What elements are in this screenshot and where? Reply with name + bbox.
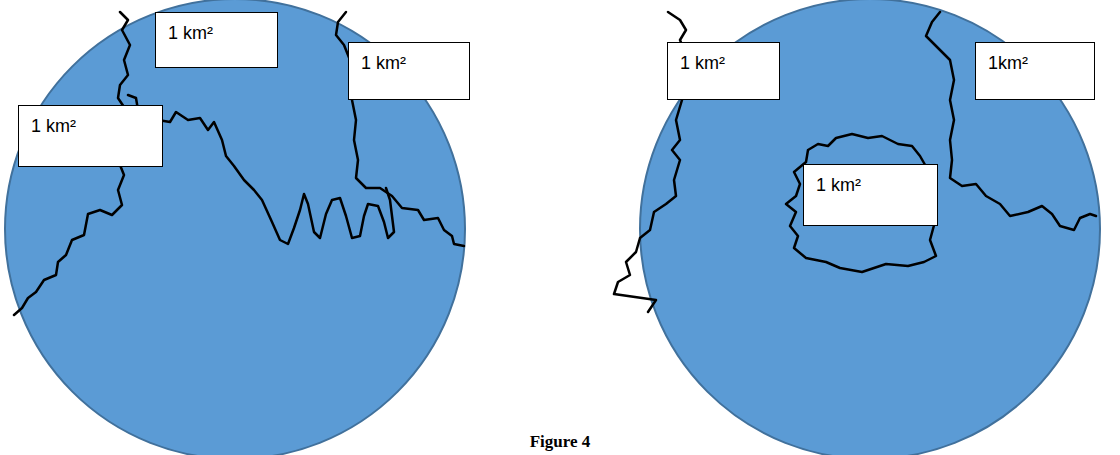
- area-label: 1 km²: [349, 43, 416, 81]
- area-box: 1 km²: [803, 164, 938, 226]
- area-box: 1 km²: [18, 105, 163, 167]
- area-box: 1 km²: [667, 42, 780, 100]
- area-label: 1km²: [976, 43, 1038, 81]
- area-label: 1 km²: [668, 43, 735, 81]
- coastline: [926, 12, 1096, 230]
- figure-caption: Figure 4: [0, 432, 1120, 452]
- area-box: 1 km²: [155, 12, 278, 68]
- area-label: 1 km²: [804, 165, 871, 203]
- area-label: 1 km²: [19, 106, 86, 144]
- coastline: [128, 95, 394, 244]
- area-label: 1 km²: [156, 13, 223, 51]
- area-box: 1 km²: [348, 42, 470, 100]
- area-box: 1km²: [975, 42, 1095, 100]
- planet-disc: [640, 0, 1100, 455]
- planet-disc: [5, 0, 465, 455]
